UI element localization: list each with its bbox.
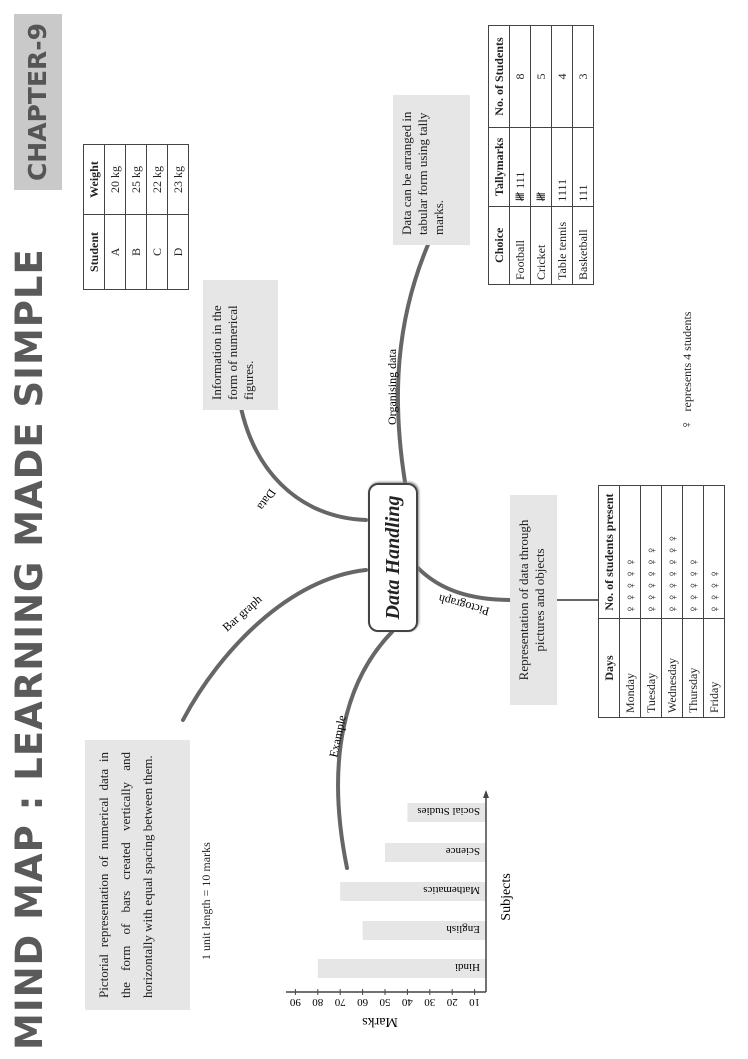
cell: B	[125, 214, 147, 290]
tick-label: 90	[289, 996, 301, 1008]
tick-label: 80	[312, 996, 324, 1008]
tick-label: 50	[379, 996, 391, 1008]
cell: 3	[572, 25, 594, 128]
bar-chart: Hindi English Mathematics Science Social Stu…	[286, 790, 514, 1029]
cell: Basketball	[572, 206, 594, 285]
cell: Friday	[703, 618, 725, 718]
bar	[340, 882, 486, 901]
bar-label: Social Studies	[417, 805, 480, 817]
branch-organising	[395, 238, 432, 484]
chapter-badge: CHAPTER-9	[14, 14, 62, 190]
table-row: Thursday♀♀♀♀♀	[682, 485, 704, 718]
bar-graph-box: Pictorial representation of numerical da…	[85, 740, 190, 1010]
student-icons: ♀♀♀♀♀	[682, 485, 704, 619]
cell: 𝍸	[530, 127, 552, 207]
branch-example	[336, 630, 394, 870]
page-title: MIND MAP : LEARNING MADE SIMPLE	[8, 248, 51, 1050]
tally-table-header: No. of Students	[488, 25, 510, 128]
y-axis-label: Subjects	[499, 873, 514, 920]
x-axis-label: Marks	[362, 1014, 398, 1029]
organising-data-box: Data can be arranged in tabular form usi…	[393, 95, 470, 245]
cell: Wednesday	[661, 618, 683, 718]
student-icons: ♀♀♀♀♀♀	[640, 485, 662, 619]
bar-label: Hindi	[455, 961, 480, 973]
pictograph-legend: ♀ represents 4 students	[680, 312, 696, 430]
bar-label: Science	[446, 845, 480, 857]
pictograph-header: Days	[598, 618, 620, 718]
cell: 22 kg	[146, 144, 168, 215]
cell: Tuesday	[640, 618, 662, 718]
table-row: Friday♀♀♀♀	[703, 485, 725, 718]
cell: Monday	[619, 618, 641, 718]
table-row: Monday♀♀♀♀♀	[619, 485, 641, 718]
cell: 111	[572, 127, 594, 207]
bar	[407, 803, 486, 822]
data-definition-box: Information in the form of numerical fig…	[203, 280, 278, 410]
bar	[317, 959, 486, 978]
table-row: Wednesday♀♀♀♀♀♀♀	[661, 485, 683, 718]
tally-table-header: Choice	[488, 206, 510, 285]
tick-label: 30	[424, 996, 436, 1008]
cell: Table tennis	[551, 206, 573, 285]
cell: C	[146, 214, 168, 290]
cell: 𝍸 111	[509, 127, 531, 207]
cell: Thursday	[682, 618, 704, 718]
cell: D	[167, 214, 189, 290]
legend-text: represents 4 students	[680, 311, 694, 412]
cell: Football	[509, 206, 531, 285]
bar-label: Mathematics	[423, 884, 480, 896]
cell: 8	[509, 25, 531, 128]
weight-table-header: Weight	[83, 144, 105, 215]
central-topic: Data Handling	[368, 483, 418, 632]
branch-bar-graph	[181, 568, 368, 722]
tally-table-header: Tallymarks	[488, 127, 510, 207]
bar	[362, 921, 486, 940]
student-icons: ♀♀♀♀♀	[619, 485, 641, 619]
cell: 25 kg	[125, 144, 147, 215]
cell: 23 kg	[167, 144, 189, 215]
axis-arrow	[483, 790, 489, 798]
tick-label: 20	[446, 996, 458, 1008]
cell: A	[104, 214, 126, 290]
bar	[385, 843, 486, 862]
cell: 1111	[551, 127, 573, 207]
bar-label: English	[446, 923, 480, 935]
pictograph-box: Representation of data through pictures …	[510, 495, 557, 705]
cell: 20 kg	[104, 144, 126, 215]
branch-label-organising: Organising data	[385, 348, 399, 425]
table-row: Tuesday♀♀♀♀♀♀	[640, 485, 662, 718]
weight-table-header: Student	[83, 214, 105, 290]
tick-label: 10	[469, 996, 481, 1008]
student-icon: ♀	[680, 419, 695, 431]
student-icons: ♀♀♀♀	[703, 485, 725, 619]
branch-data	[236, 388, 368, 522]
cell: 4	[551, 25, 573, 128]
cell: Cricket	[530, 206, 552, 285]
scale-note: 1 unit length = 10 marks	[199, 842, 213, 960]
tick-label: 60	[357, 996, 369, 1008]
cell: 5	[530, 25, 552, 128]
branch-pictograph	[416, 566, 514, 602]
tick-label: 70	[334, 996, 346, 1008]
student-icons: ♀♀♀♀♀♀♀	[661, 485, 683, 619]
pictograph-header: No. of students present	[598, 485, 620, 619]
tick-label: 40	[401, 996, 413, 1008]
